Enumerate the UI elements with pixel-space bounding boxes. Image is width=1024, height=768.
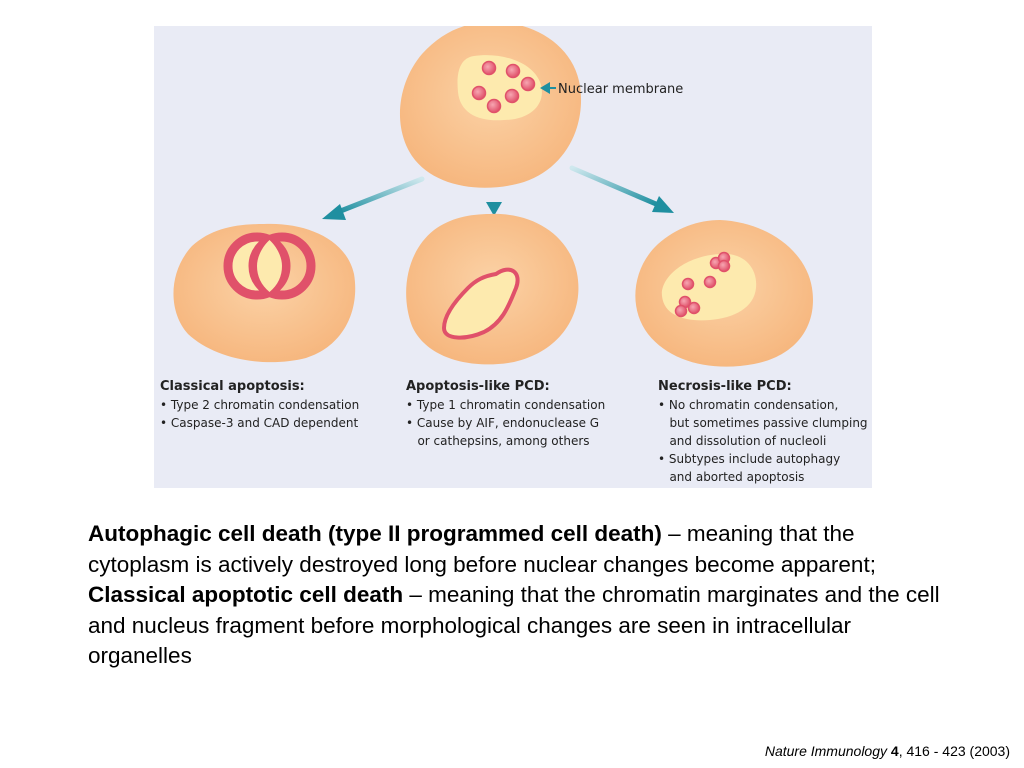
shrunken-nucleus	[442, 267, 520, 340]
citation-journal: Nature Immunology	[764, 743, 888, 759]
caption-bullet: • Type 1 chromatin condensation	[406, 398, 605, 412]
citation-volume: 4	[890, 743, 899, 759]
term-classical-apoptotic: Classical apoptotic cell death	[88, 582, 404, 607]
chromatin-dot	[681, 277, 695, 291]
caption-apoptosis-like: Apoptosis-like PCD: • Type 1 chromatin c…	[406, 379, 605, 448]
nucleolus-dot	[481, 60, 497, 76]
top-cell-nucleus	[457, 55, 542, 121]
nuclear-membrane-label: Nuclear membrane	[558, 82, 683, 97]
chromatin-dot	[687, 301, 701, 315]
chromatin-dot	[703, 275, 717, 289]
definition-autophagic: – meaning that the cytoplasm is actively…	[88, 521, 876, 577]
caption-bullet: and aborted apoptosis	[658, 470, 804, 484]
citation: Nature Immunology 4, 416 - 423 (2003)	[765, 743, 1010, 759]
top-cell: Nuclear membrane	[400, 26, 683, 188]
top-cell-nucleoli	[471, 60, 536, 114]
nucleolus-dot	[520, 76, 536, 92]
caption-bullet: but sometimes passive clumping	[658, 416, 868, 430]
caption-necrosis-like: Necrosis-like PCD: • No chromatin conden…	[658, 379, 868, 484]
chromatin-dot	[674, 304, 688, 318]
nucleus-overlap	[257, 240, 282, 292]
paragraph-autophagic: Autophagic cell death (type II programme…	[88, 519, 948, 580]
caption-bullet: • Caspase-3 and CAD dependent	[160, 416, 359, 430]
cell-apoptosis-like	[406, 213, 579, 365]
nucleolus-dot	[505, 63, 521, 79]
cell-classical-apoptosis	[173, 223, 356, 363]
condensed-chromatin-ring	[248, 232, 316, 300]
citation-pages-year: , 416 - 423 (2003)	[898, 743, 1010, 759]
chromatin-dot	[717, 259, 731, 273]
cell-death-diagram: Nuclear membrane	[154, 26, 872, 488]
caption-bullet: and dissolution of nucleoli	[658, 434, 826, 448]
clumped-chromatin	[674, 251, 731, 318]
nucleolus-dot	[486, 98, 502, 114]
nucleolus-dot	[471, 85, 487, 101]
caption-bullet: • No chromatin condensation,	[658, 398, 838, 412]
caption-classical-apoptosis: Classical apoptosis: • Type 2 chromatin …	[160, 379, 359, 430]
nucleolus-dot	[504, 88, 520, 104]
caption-bullet: • Subtypes include autophagy	[658, 452, 840, 466]
arrow-down	[486, 186, 502, 216]
arrow-right	[569, 165, 674, 213]
caption-bullet: • Type 2 chromatin condensation	[160, 398, 359, 412]
paragraph-classical-apoptotic: Classical apoptotic cell death – meaning…	[88, 580, 948, 672]
caption-title: Necrosis-like PCD:	[658, 379, 792, 394]
caption-title: Classical apoptosis:	[160, 379, 305, 394]
definition-classical-apoptotic: – meaning that the chromatin marginates …	[88, 582, 940, 668]
caption-bullet: or cathepsins, among others	[406, 434, 590, 448]
caption-bullet: • Cause by AIF, endonuclease G	[406, 416, 599, 430]
caption-title: Apoptosis-like PCD:	[406, 379, 550, 394]
cell-necrosis-like	[635, 220, 813, 367]
nuclear-membrane-pointer	[540, 82, 556, 94]
term-autophagic: Autophagic cell death (type II programme…	[88, 521, 662, 546]
body-text: Autophagic cell death (type II programme…	[88, 519, 948, 672]
diagram-svg: Nuclear membrane	[160, 26, 868, 484]
arrow-left	[322, 176, 425, 220]
